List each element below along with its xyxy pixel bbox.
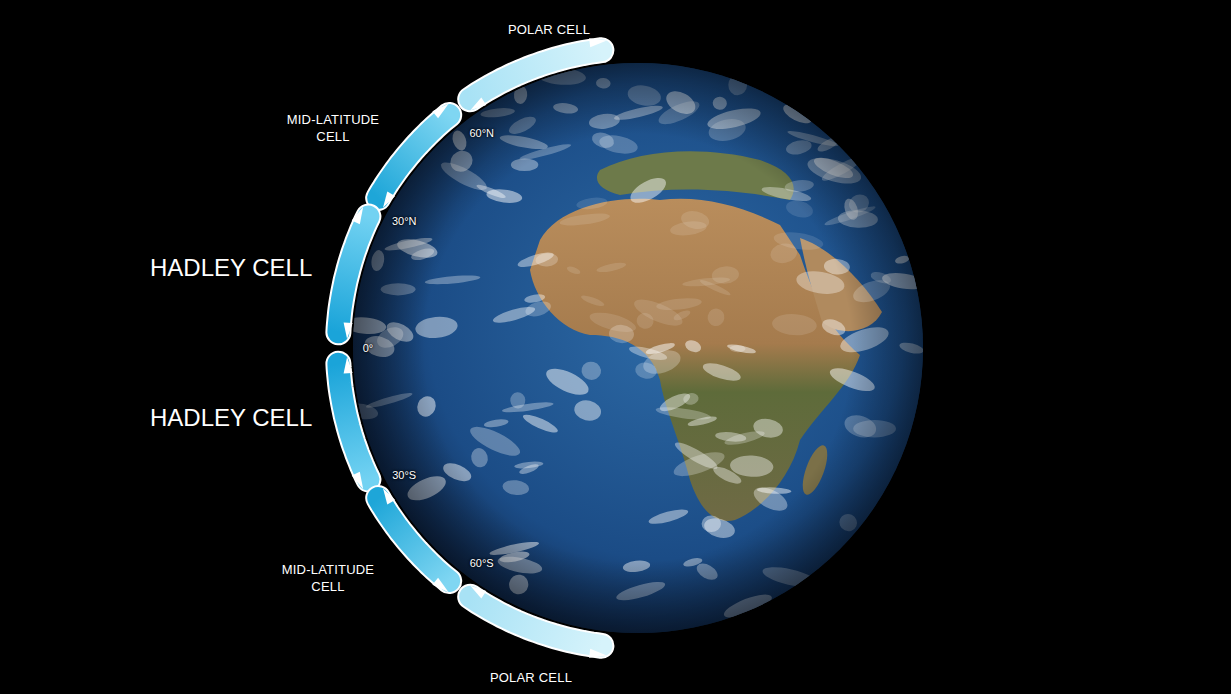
latitude-label: 30°N <box>392 215 417 227</box>
cell-band-outline <box>378 115 449 198</box>
arrowhead <box>470 586 486 599</box>
cell-label: HADLEY CELL <box>150 404 312 432</box>
cell-band <box>338 217 368 333</box>
cell-band-outline <box>470 597 601 646</box>
cell-band-outline <box>338 364 368 480</box>
earth-globe <box>353 63 923 633</box>
circulation-cells <box>338 38 606 657</box>
arrowhead <box>589 649 607 658</box>
arrowhead <box>383 488 395 504</box>
latitude-label: 60°N <box>469 127 494 139</box>
cell-label: MID-LATITUDE CELL <box>278 111 388 145</box>
arrowhead <box>344 322 353 339</box>
arrowhead <box>589 38 607 47</box>
arrowhead <box>352 207 364 225</box>
arrowhead <box>432 578 448 593</box>
arrowhead <box>344 357 353 374</box>
cell-label: MID-LATITUDE CELL <box>273 561 383 595</box>
latitude-label: 60°S <box>470 557 494 569</box>
arrowhead <box>352 472 364 490</box>
cell-band <box>470 597 601 646</box>
cell-band <box>338 364 368 480</box>
latitude-label: 30°S <box>392 469 416 481</box>
arrowhead <box>383 192 395 208</box>
cell-band <box>378 498 449 581</box>
cell-band-outline <box>470 50 601 99</box>
latitude-label: 0° <box>363 342 374 354</box>
cell-label: HADLEY CELL <box>150 254 312 282</box>
cell-band-outline <box>338 217 368 333</box>
cell-band <box>470 50 601 99</box>
cell-band <box>378 115 449 198</box>
arrowhead <box>432 104 448 119</box>
cell-label: POLAR CELL <box>508 21 590 38</box>
cell-band-outline <box>378 498 449 581</box>
cell-label: POLAR CELL <box>490 669 572 686</box>
arrowhead <box>470 98 486 111</box>
